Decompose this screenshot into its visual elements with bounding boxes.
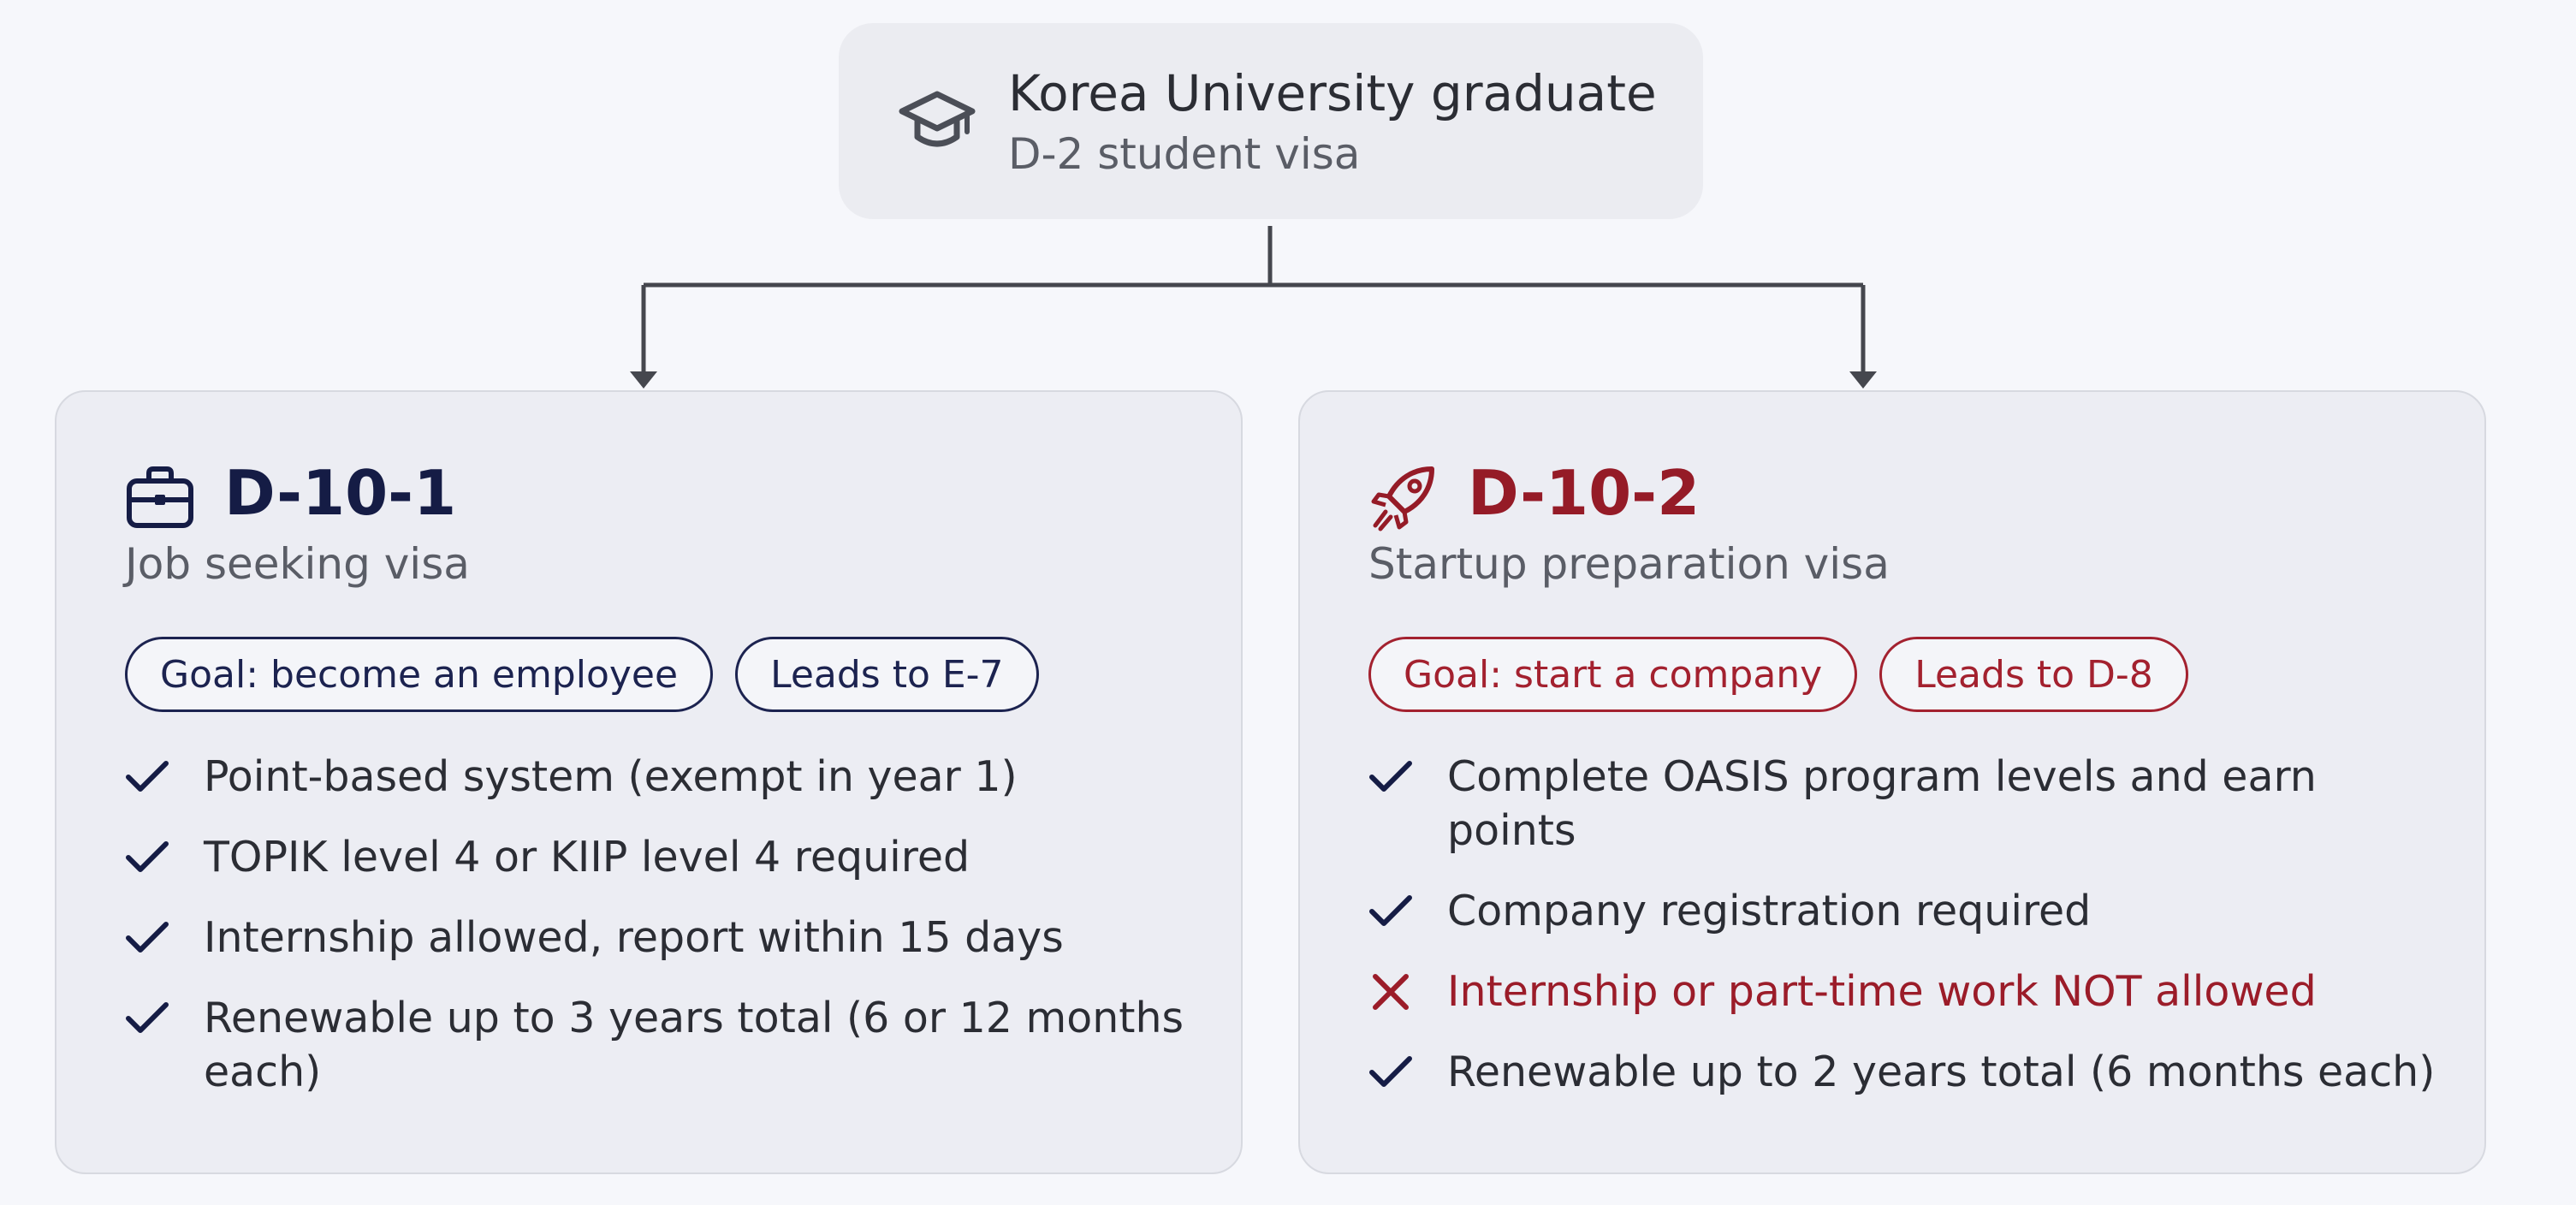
list-item-text: Company registration required (1447, 887, 2092, 935)
arrowhead-right (1849, 371, 1877, 389)
checkmark-icon (1369, 1056, 1412, 1087)
connector-lines (630, 226, 1877, 389)
checkmark-icon (126, 1002, 169, 1033)
list-item-text: Complete OASIS program levels and earn p… (1447, 752, 2317, 855)
list-item: Company registration required (1368, 884, 2455, 938)
graduation-cap-icon (899, 91, 976, 147)
option-card-d10-1: D-10-1 Job seeking visa Goal: become an … (55, 390, 1243, 1174)
option-subtitle: Startup preparation visa (1368, 539, 1890, 589)
checkmark-icon (126, 761, 169, 792)
cross-icon (1373, 974, 1409, 1010)
leads-to-tag: Leads to E-7 (735, 637, 1039, 712)
list-item: Complete OASIS program levels and earn p… (1368, 750, 2455, 858)
list-item-not-allowed: Internship or part-time work NOT allowed (1368, 965, 2455, 1018)
checkmark-icon (126, 922, 169, 953)
list-item-text: Internship allowed, report within 15 day… (204, 913, 1064, 962)
root-node: Korea University graduate D-2 student vi… (839, 23, 1703, 219)
goal-tag: Goal: become an employee (125, 637, 714, 712)
goal-tag: Goal: start a company (1368, 637, 1858, 712)
list-item-text: Point-based system (exempt in year 1) (204, 752, 1018, 801)
list-item-text: Internship or part-time work NOT allowed (1447, 967, 2317, 1016)
list-item: Point-based system (exempt in year 1) (125, 750, 1212, 804)
tag-row: Goal: become an employee Leads to E-7 (125, 637, 1039, 712)
root-title: Korea University graduate (1008, 64, 1657, 122)
list-item: Internship allowed, report within 15 day… (125, 911, 1212, 965)
requirement-list: Complete OASIS program levels and earn p… (1368, 750, 2455, 1125)
checkmark-icon (1369, 895, 1412, 926)
list-item-text: Renewable up to 3 years total (6 or 12 m… (204, 994, 1184, 1096)
arrowhead-left (630, 371, 657, 389)
option-card-d10-2: D-10-2 Startup preparation visa Goal: st… (1298, 390, 2486, 1174)
option-code: D-10-2 (1468, 457, 1701, 529)
option-subtitle: Job seeking visa (125, 539, 470, 589)
root-subtitle: D-2 student visa (1008, 129, 1361, 179)
option-code: D-10-1 (224, 457, 457, 529)
list-item-text: Renewable up to 2 years total (6 months … (1447, 1048, 2436, 1096)
list-item: TOPIK level 4 or KIIP level 4 required (125, 830, 1212, 884)
checkmark-icon (126, 841, 169, 872)
checkmark-icon (1369, 761, 1412, 792)
list-item: Renewable up to 3 years total (6 or 12 m… (125, 991, 1212, 1099)
rocket-icon (1371, 466, 1434, 531)
leads-to-tag: Leads to D-8 (1879, 637, 2188, 712)
list-item-text: TOPIK level 4 or KIIP level 4 required (204, 833, 970, 881)
list-item: Renewable up to 2 years total (6 months … (1368, 1045, 2455, 1099)
tag-row: Goal: start a company Leads to D-8 (1368, 637, 2188, 712)
briefcase-icon (127, 466, 193, 528)
requirement-list: Point-based system (exempt in year 1) TO… (125, 750, 1212, 1125)
